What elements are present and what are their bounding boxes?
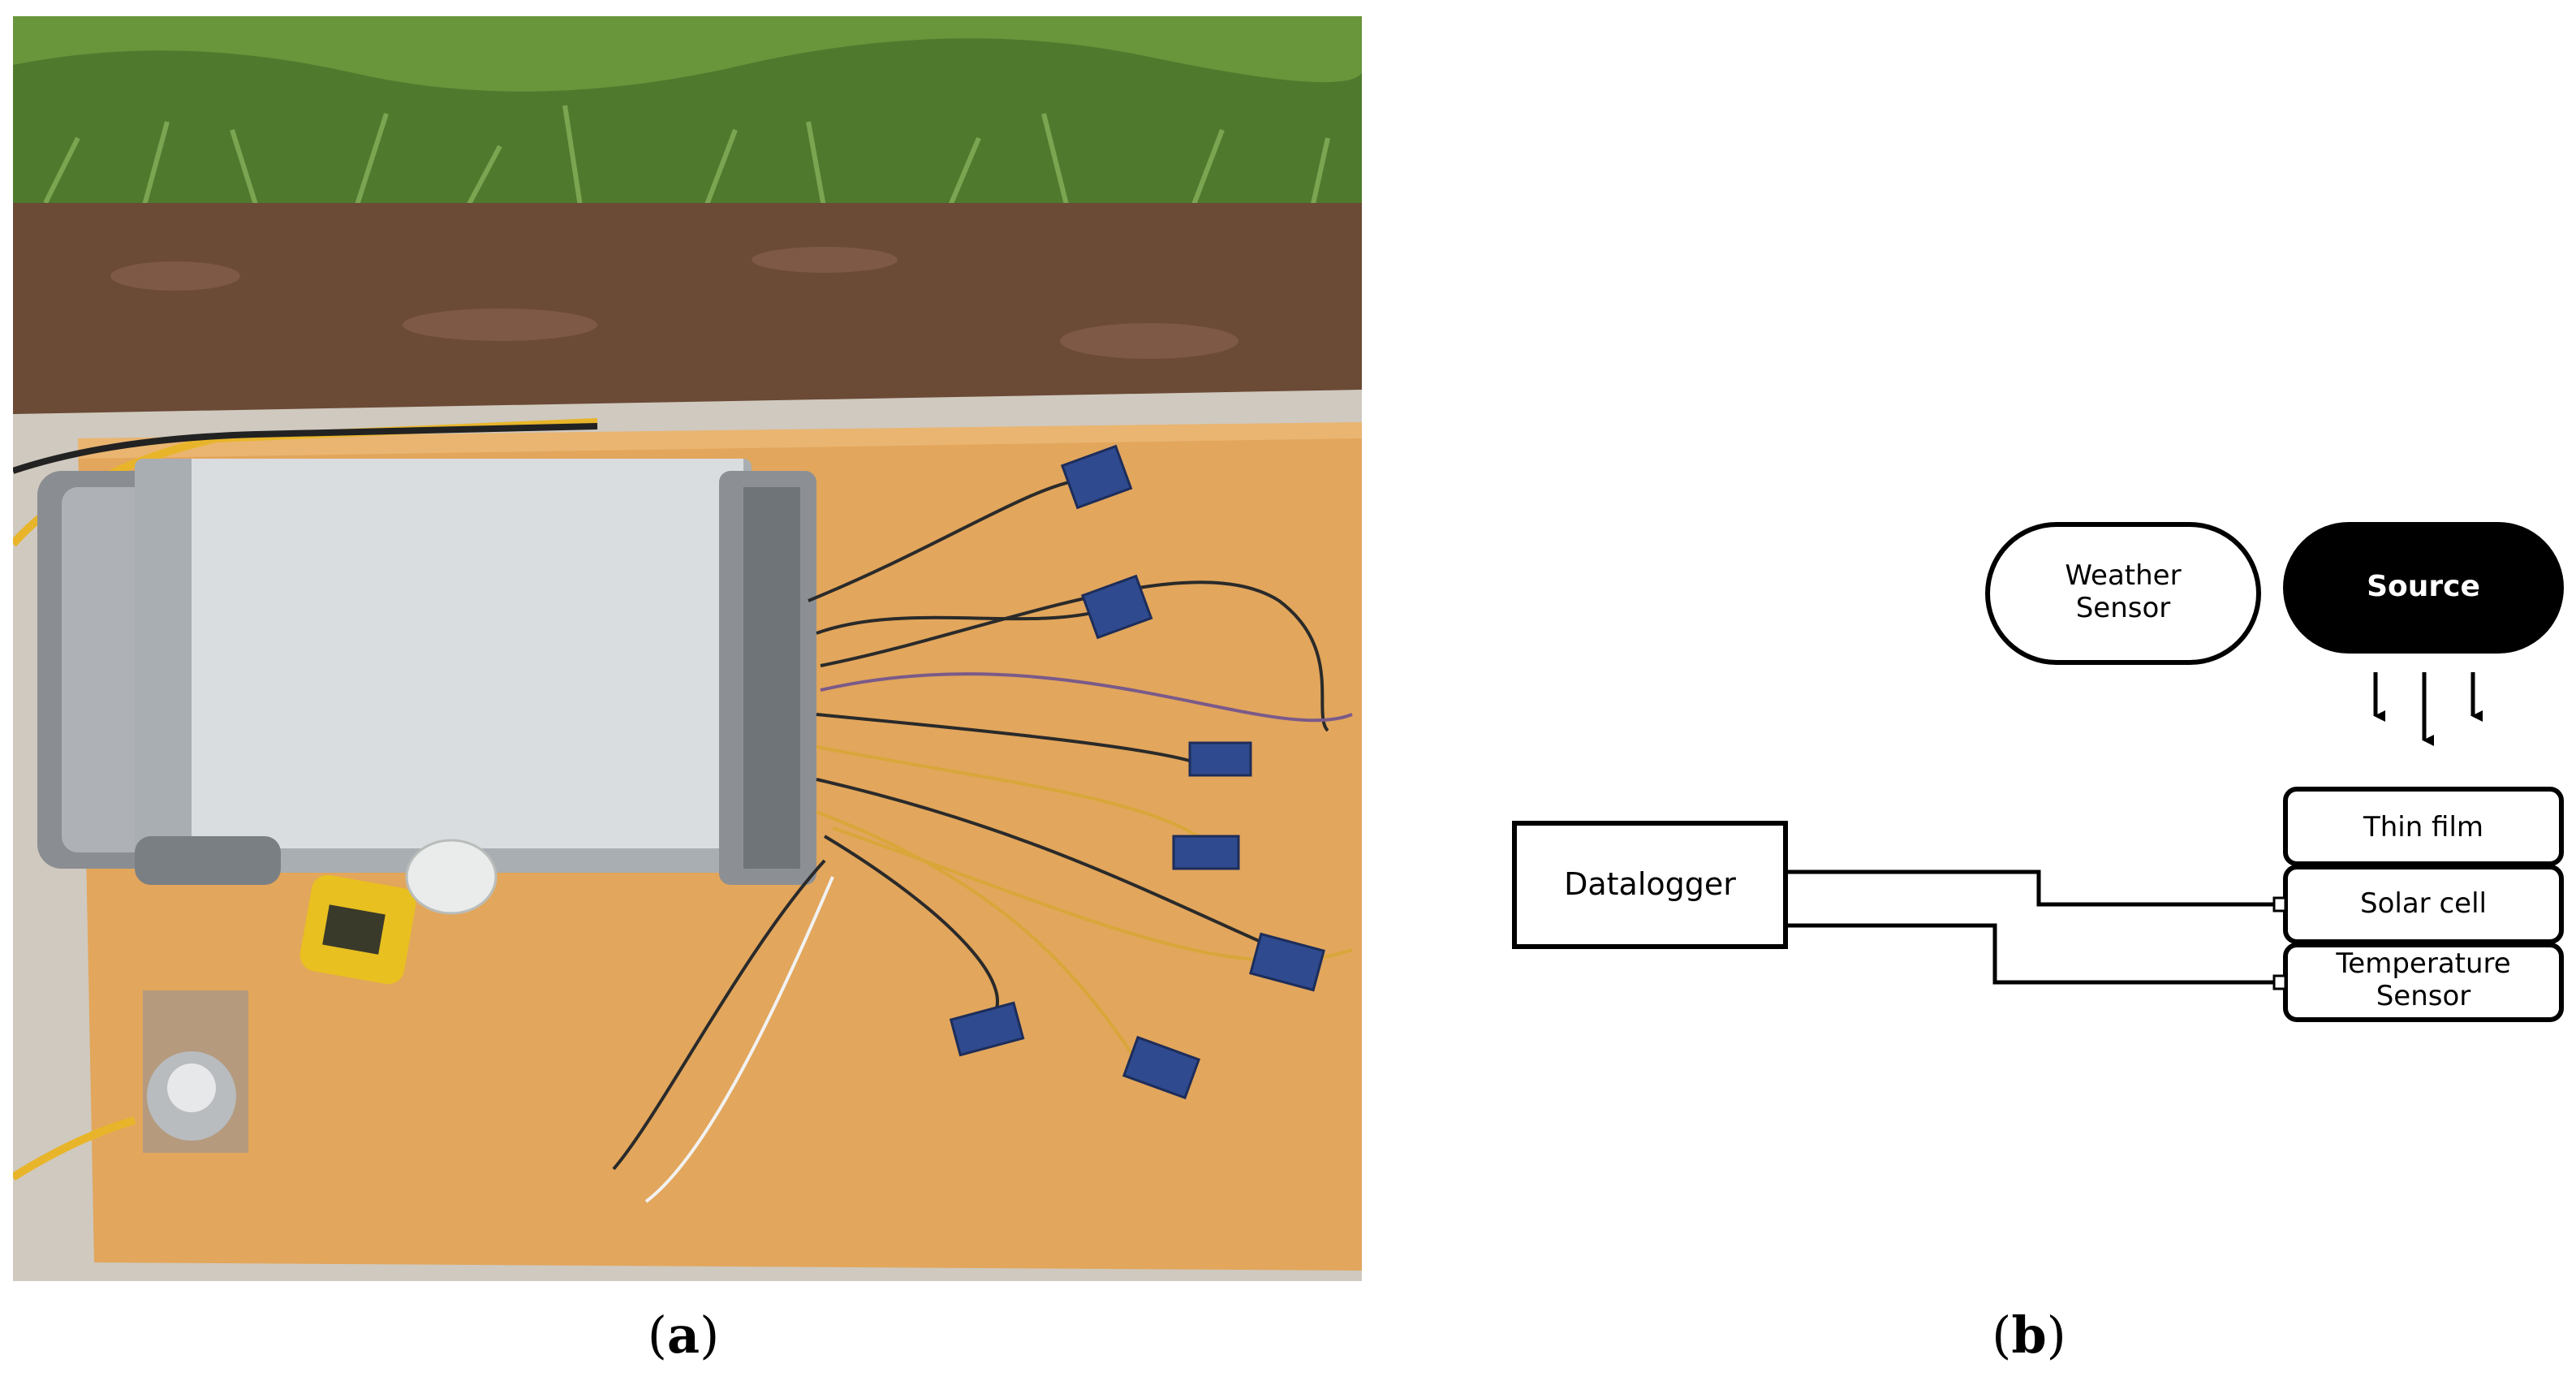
weather-sensor-node (1985, 522, 2261, 665)
weather-sensor-label-2: Sensor (2076, 592, 2171, 624)
datalogger-label: Datalogger (1564, 866, 1736, 902)
temperature-sensor-label-1: Temperature (2335, 947, 2510, 980)
block-diagram: Weather Sensor Source Thin film Solar ce… (1512, 522, 2564, 1022)
datalogger-to-temperature-sensor (1786, 923, 2274, 985)
source-node (2283, 522, 2564, 654)
solar-cell-terminal (2272, 896, 2287, 913)
temperature-sensor-label-2: Sensor (2376, 980, 2471, 1012)
connection-lines (1786, 869, 2274, 985)
temperature-sensor-terminal (2272, 974, 2287, 990)
soil (13, 203, 1362, 414)
thin-film-label: Thin film (2363, 811, 2483, 844)
datalogger-to-solar-cell (1786, 869, 2274, 907)
solar-cell-label: Solar cell (2360, 887, 2487, 920)
radiation-arrows (2373, 672, 2483, 746)
datalogger-node (1512, 821, 1788, 949)
caption-b: (b) (1992, 1305, 2066, 1365)
weather-sensor-label-1: Weather (2065, 559, 2181, 592)
thin-film-node (2283, 787, 2564, 866)
handheld-meter (299, 839, 498, 985)
setup-photo (13, 16, 1362, 1281)
solar-cell-samples (949, 444, 1325, 1100)
source-label: Source (2367, 570, 2480, 603)
pyranometer (143, 990, 248, 1153)
caption-a: (a) (647, 1305, 720, 1365)
data-acquisition-instrument (37, 459, 816, 885)
